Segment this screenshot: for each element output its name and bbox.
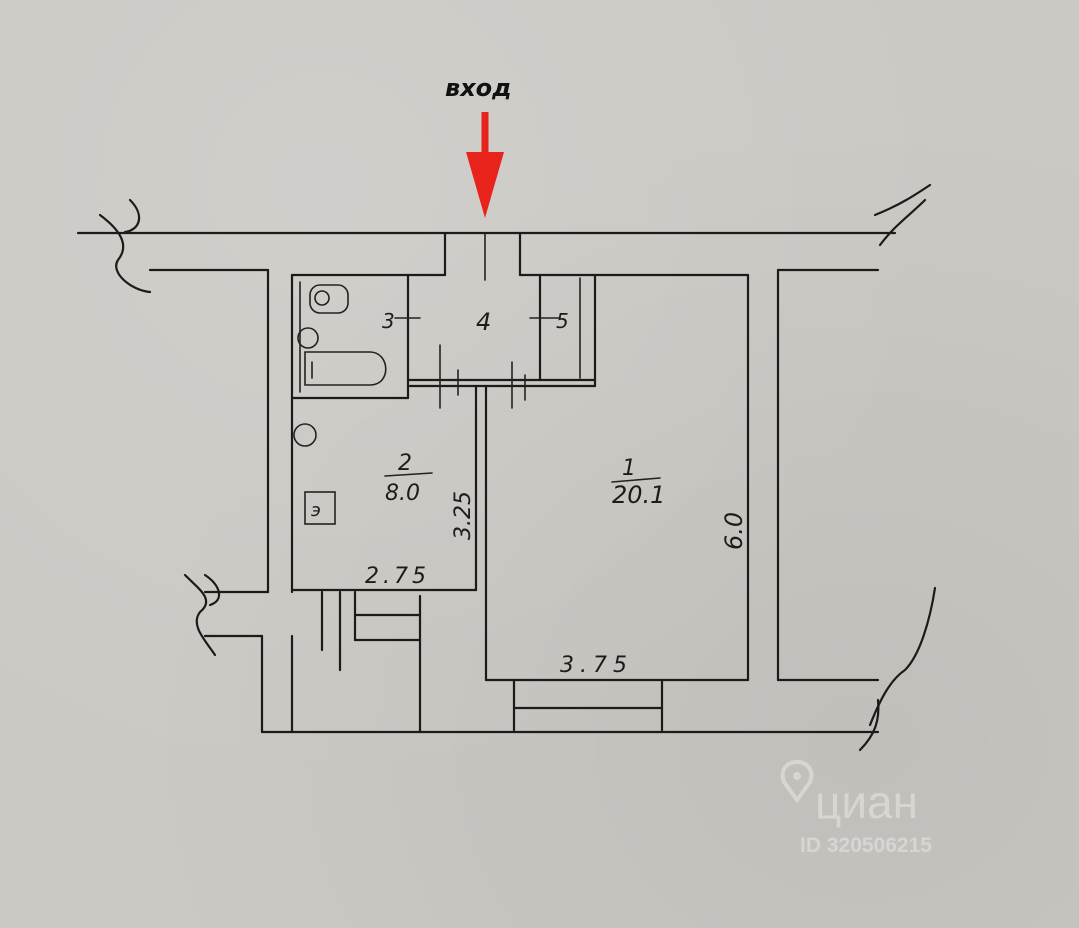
stove-fixture	[304, 491, 336, 525]
room-1-width: 3.75	[560, 653, 633, 678]
room-1-number: 1	[622, 456, 636, 481]
room-4-number: 4	[476, 308, 491, 336]
entrance-marker: вход	[445, 74, 512, 218]
watermark-brand: циан	[815, 776, 918, 828]
room-1-area: 20.1	[612, 481, 665, 509]
room-2-area: 8.0	[385, 481, 420, 506]
sink-fixture	[297, 327, 319, 349]
fixtures: э	[293, 284, 387, 525]
toilet-fixture	[309, 284, 349, 314]
interior-walls	[290, 231, 750, 734]
wall-break-symbols	[98, 183, 937, 752]
room-3-number: 3	[382, 309, 395, 333]
room-2-number: 2	[398, 451, 412, 476]
room-2-width: 2.75	[365, 564, 430, 589]
room-labels: 1 20.1 6.0 3.75 2 8.0 3.25 2.75 3 4 5	[365, 308, 748, 678]
bathtub-fixture	[304, 351, 387, 386]
watermark-id: ID 320506215	[800, 834, 932, 857]
entrance-label: вход	[445, 74, 512, 102]
entrance-arrow-icon	[466, 152, 504, 218]
room-5-number: 5	[556, 309, 569, 333]
room-2-length: 3.25	[451, 491, 476, 540]
watermark: циан ID 320506215	[780, 759, 932, 857]
stove-label: э	[311, 500, 321, 521]
room-1-length: 6.0	[720, 512, 748, 550]
kitchen-sink-fixture	[293, 423, 317, 447]
outer-walls	[76, 231, 897, 734]
map-pin-icon	[780, 759, 814, 804]
